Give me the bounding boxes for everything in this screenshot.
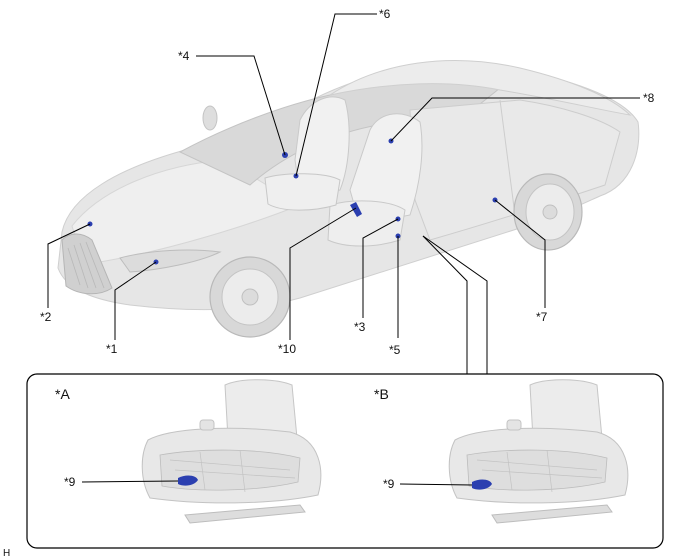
inset-a-seat [141, 379, 322, 524]
callout-6: *6 [379, 7, 391, 21]
center-console [264, 173, 341, 211]
callout-8: *8 [643, 91, 655, 105]
inset-b-label: *B [374, 386, 389, 402]
driver-seat [294, 96, 350, 196]
callout-10: *10 [278, 342, 296, 356]
side-mirror [202, 105, 218, 131]
rear-wheel [513, 173, 583, 251]
side-doors [409, 99, 621, 241]
figure-code: H [3, 548, 10, 559]
callout-9-b: *9 [383, 477, 395, 491]
vehicle-illustration [57, 60, 640, 338]
callout-7: *7 [536, 310, 548, 324]
inset-frame [26, 373, 664, 549]
roof [329, 60, 632, 116]
inset-b-part-marker [472, 479, 492, 490]
inset-a-part-marker [178, 475, 198, 486]
front-wheel [209, 256, 291, 338]
callout-4: *4 [178, 49, 190, 63]
seat-cushion [327, 200, 406, 247]
callout-1: *1 [106, 342, 118, 356]
passenger-seat [349, 113, 423, 226]
inset-b-seat [448, 379, 629, 524]
callout-labels: *1 *2 *3 *4 *5 *6 *7 *8 *10 [40, 7, 655, 357]
callout-3: *3 [354, 320, 366, 334]
headlight [119, 249, 222, 273]
callout-5: *5 [389, 343, 401, 357]
callout-2: *2 [40, 310, 52, 324]
callout-9-a: *9 [64, 475, 76, 489]
inset-a-label: *A [55, 386, 70, 402]
part-marker-10 [350, 202, 362, 217]
leader-lines [47, 13, 640, 374]
